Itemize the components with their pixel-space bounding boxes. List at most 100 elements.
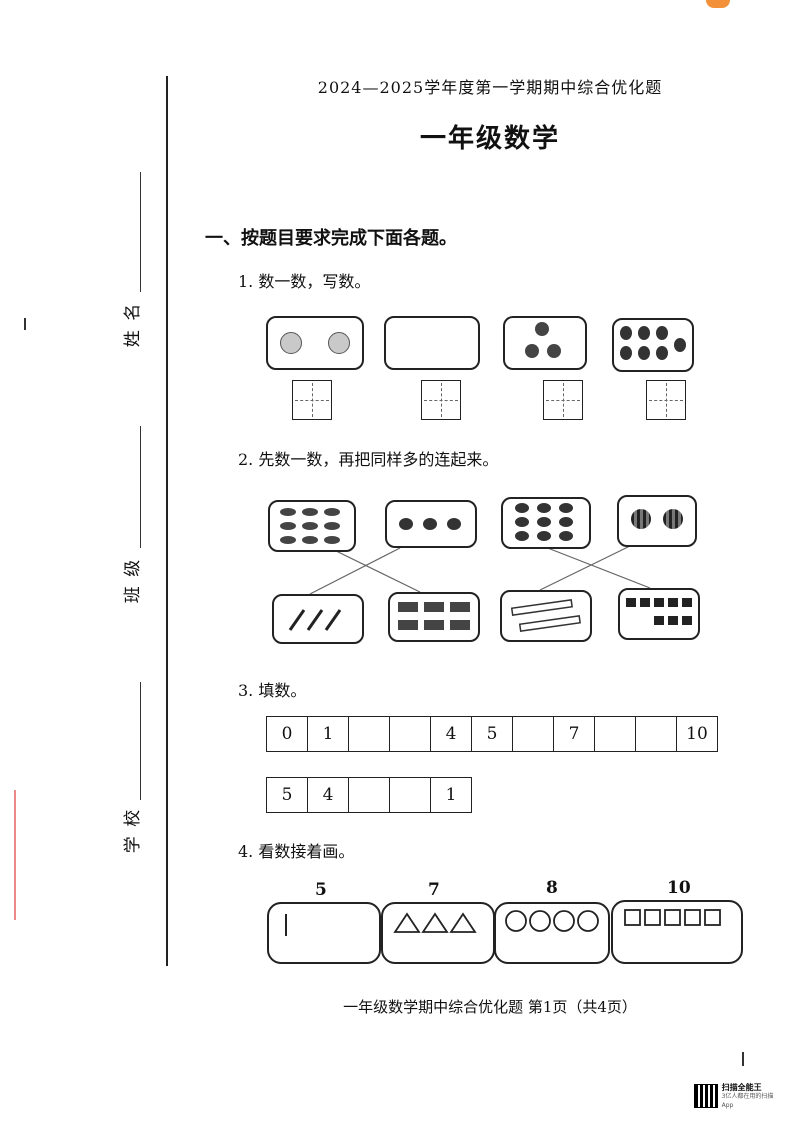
strawberry-icon <box>638 326 650 340</box>
class-blank-line <box>140 426 141 548</box>
bus-icon <box>398 602 470 630</box>
q1-answer-grid-1[interactable] <box>292 380 332 420</box>
number-cell: 7 <box>554 717 595 751</box>
watermelon-icon <box>631 509 651 529</box>
scanner-badge: 扫描全能王 3亿人都在用的扫描App <box>694 1082 784 1110</box>
number-cell-blank[interactable] <box>513 717 554 751</box>
page-footer: 一年级数学期中综合优化题 第1页（共4页） <box>343 998 637 1016</box>
margin-tick <box>24 318 26 330</box>
egg-icon <box>515 531 529 541</box>
number-cell: 4 <box>308 778 349 812</box>
egg-icon <box>559 531 573 541</box>
number-cell: 0 <box>267 717 308 751</box>
number-cell: 5 <box>472 717 513 751</box>
q1-answer-grid-3[interactable] <box>543 380 583 420</box>
pinecone-icon <box>280 522 296 530</box>
pinecone-icon <box>280 536 296 544</box>
strawberry-icon <box>620 346 632 360</box>
number-cell: 1 <box>445 785 457 805</box>
q3-title: 3. 填数。 <box>238 681 307 700</box>
egg-icon <box>537 503 551 513</box>
square-icon <box>624 909 721 926</box>
egg-icon <box>515 517 529 527</box>
stroke-mark <box>285 914 287 936</box>
pinecone-icon <box>324 508 340 516</box>
fruit-icon <box>447 518 461 530</box>
corner-mark <box>706 0 730 8</box>
school-label: 学 校 <box>123 807 144 854</box>
pinecone-icon <box>280 508 296 516</box>
triangle-icon <box>393 912 477 933</box>
q4-draw-box-circles[interactable] <box>494 902 610 964</box>
fruit-icon <box>535 322 549 336</box>
fruit-icon <box>399 518 413 530</box>
q2-box-bags <box>618 588 700 640</box>
q1-answer-grid-4[interactable] <box>646 380 686 420</box>
q4-draw-box-squares[interactable] <box>611 900 743 964</box>
pinecone-icon <box>324 536 340 544</box>
pinecone-icon <box>324 522 340 530</box>
q4-draw-box-triangles[interactable] <box>381 902 495 964</box>
q2-box-pencils <box>272 594 364 644</box>
watermelon-icon <box>663 509 683 529</box>
strawberry-icon <box>656 346 668 360</box>
pinecone-icon <box>302 508 318 516</box>
school-blank-line <box>140 682 141 800</box>
pinecone-icon <box>302 522 318 530</box>
q2-box-eggs <box>501 497 591 549</box>
binding-line <box>166 76 168 966</box>
q4-number-1: 5 <box>315 880 327 900</box>
q4-number-3: 8 <box>546 878 558 898</box>
fruit-icon <box>525 344 539 358</box>
number-cell: 5 <box>267 778 308 812</box>
number-cell-blank[interactable] <box>349 717 390 751</box>
q1-title: 1. 数一数，写数。 <box>238 272 371 291</box>
q3-number-row-2: 5 4 1 <box>266 777 472 813</box>
strawberry-icon <box>620 326 632 340</box>
scanner-app-name: 扫描全能王 <box>721 1082 762 1092</box>
q2-box-watermelons <box>617 495 697 547</box>
section-title: 一、按题目要求完成下面各题。 <box>205 228 457 249</box>
bag-icon <box>626 598 692 625</box>
q2-box-rulers <box>500 590 592 642</box>
q1-box-three-fruits <box>503 316 587 370</box>
ruler-icon <box>510 599 581 632</box>
subject-title: 一年级数学 <box>419 124 560 154</box>
number-cell-blank[interactable] <box>636 717 677 751</box>
number-cell: 1 <box>308 717 349 751</box>
pencil-icon <box>288 609 342 631</box>
q2-box-three-fruits <box>385 500 477 548</box>
q4-title: 4. 看数接着画。 <box>238 842 355 861</box>
q4-number-4: 10 <box>667 878 691 898</box>
circle-icon <box>505 910 599 932</box>
pinecone-icon <box>302 536 318 544</box>
q1-box-empty <box>384 316 480 370</box>
number-cell: 10 <box>686 724 708 744</box>
exam-title: 2024—2025学年度第一学期期中综合优化题 <box>317 78 663 97</box>
q4-draw-box-lines[interactable] <box>267 902 381 964</box>
apple-icon <box>280 332 302 354</box>
egg-icon <box>559 503 573 513</box>
name-blank-line <box>140 172 141 292</box>
number-cell-blank[interactable] <box>595 717 636 751</box>
fruit-icon <box>423 518 437 530</box>
strawberry-icon <box>674 338 686 352</box>
scanner-app-slogan: 3亿人都在用的扫描App <box>721 1092 774 1109</box>
egg-icon <box>537 517 551 527</box>
q1-answer-grid-2[interactable] <box>421 380 461 420</box>
apple-icon <box>328 332 350 354</box>
q4-number-2: 7 <box>428 880 440 900</box>
egg-icon <box>559 517 573 527</box>
strawberry-icon <box>638 346 650 360</box>
number-cell-blank[interactable] <box>390 717 431 751</box>
q1-box-strawberries <box>612 318 694 372</box>
strawberry-icon <box>656 326 668 340</box>
scanner-badge-text: 扫描全能王 3亿人都在用的扫描App <box>722 1083 784 1110</box>
q2-box-buses <box>388 592 480 642</box>
q2-box-pinecones <box>268 500 356 552</box>
q2-connection-lines <box>309 544 651 595</box>
right-edge-mark <box>742 1052 744 1066</box>
margin-red-line <box>14 790 16 920</box>
number-cell-blank[interactable] <box>349 778 390 812</box>
number-cell-blank[interactable] <box>390 778 431 812</box>
